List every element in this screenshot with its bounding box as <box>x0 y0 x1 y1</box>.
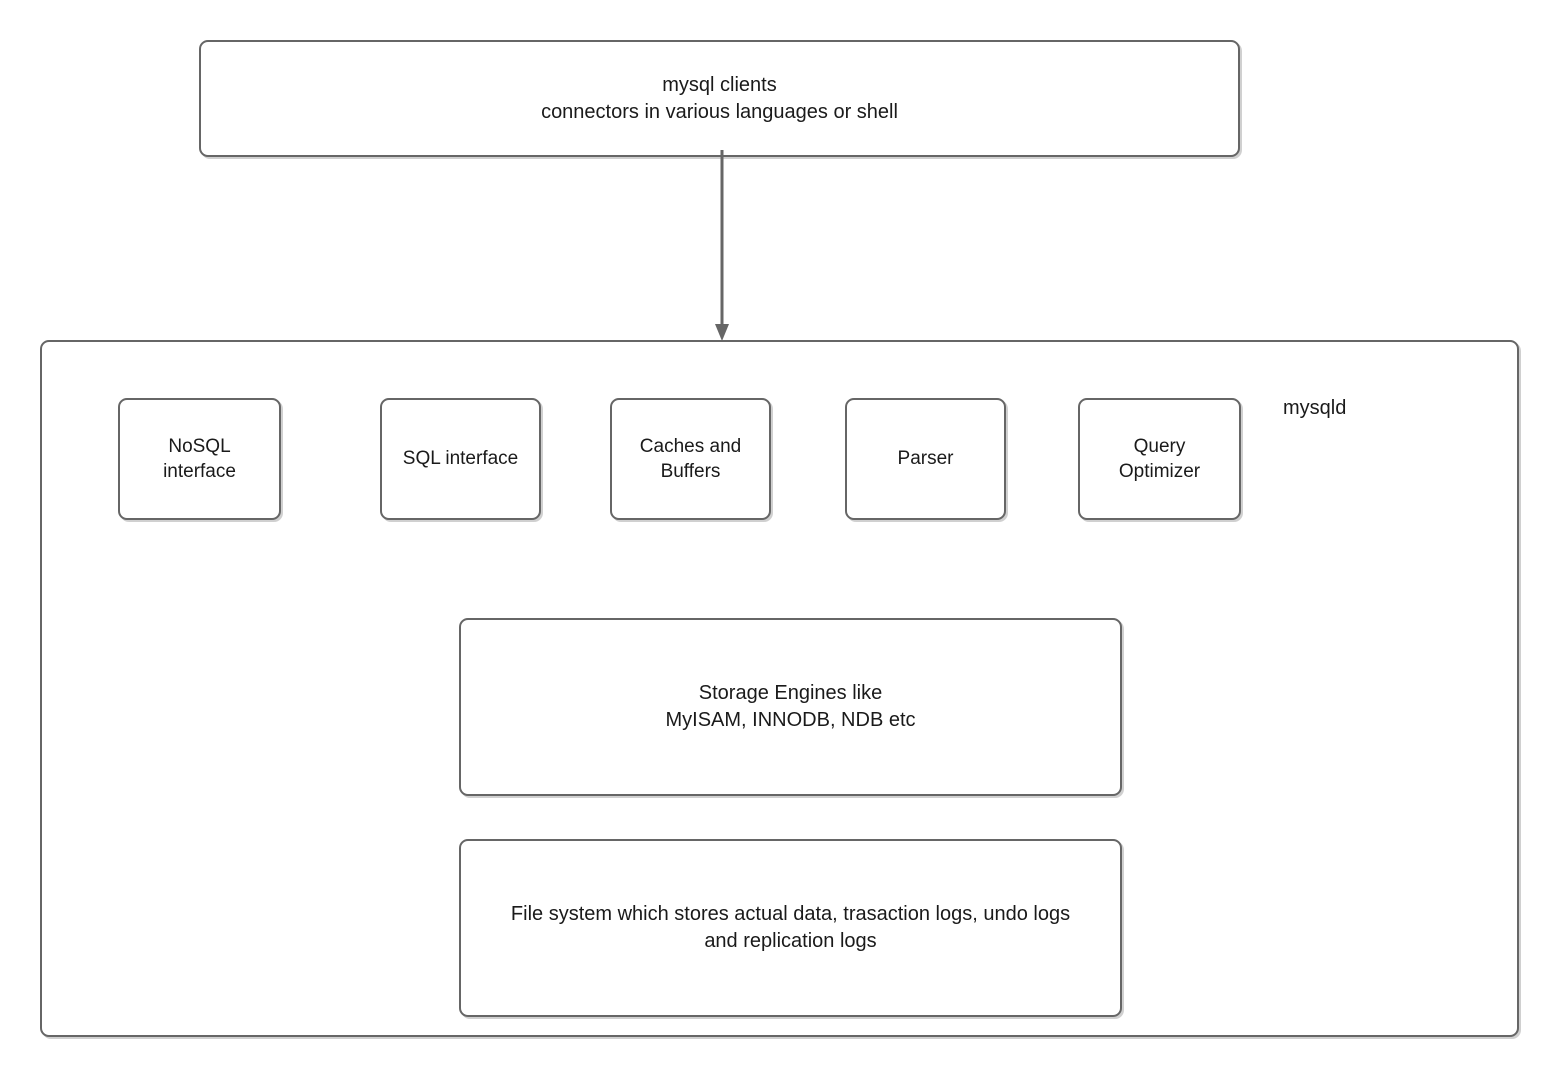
connector-arrow-clients-to-mysqld <box>715 150 729 341</box>
component-box-parser[interactable]: Parser <box>845 398 1006 520</box>
storage-engines-label: Storage Engines like MyISAM, INNODB, NDB… <box>665 682 916 731</box>
file-system-box[interactable]: File system which stores actual data, tr… <box>459 839 1122 1017</box>
mysqld-container-label: mysqld <box>1283 397 1347 419</box>
component-box-query-optimizer[interactable]: Query Optimizer <box>1078 398 1241 520</box>
clients-box[interactable]: mysql clients connectors in various lang… <box>199 40 1240 157</box>
clients-box-label: mysql clients connectors in various lang… <box>541 73 898 123</box>
arrowhead-icon <box>715 324 729 341</box>
component-label: Parser <box>897 448 954 470</box>
component-box-sql-interface[interactable]: SQL interface <box>380 398 541 520</box>
component-label: Caches and Buffers <box>639 435 742 482</box>
storage-engines-box[interactable]: Storage Engines like MyISAM, INNODB, NDB… <box>459 618 1122 796</box>
component-box-nosql-interface[interactable]: NoSQL interface <box>118 398 281 520</box>
component-label: NoSQL interface <box>163 435 236 482</box>
component-label: SQL interface <box>402 448 519 470</box>
component-box-caches-and-buffers[interactable]: Caches and Buffers <box>610 398 771 520</box>
component-label: Query Optimizer <box>1118 435 1201 482</box>
file-system-label: File system which stores actual data, tr… <box>510 903 1071 952</box>
